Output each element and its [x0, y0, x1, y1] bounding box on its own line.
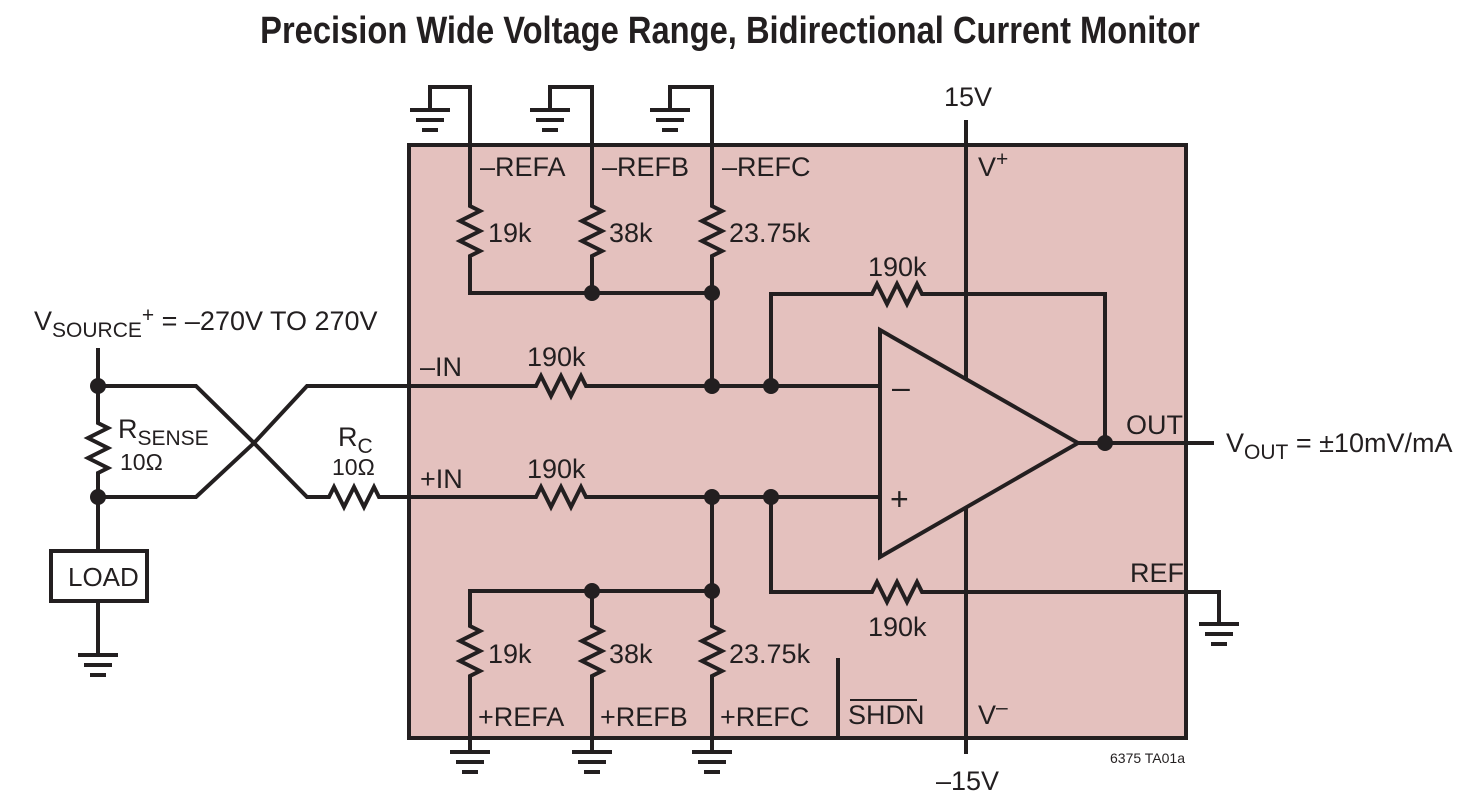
resistor-top-23k75: [697, 200, 727, 262]
junction-dot: [584, 285, 600, 301]
label-vsource: VSOURCE+ = –270V TO 270V: [34, 304, 378, 342]
resistor-reference: [866, 577, 928, 607]
resistor-bottom-23k75: [697, 620, 727, 682]
diagram-title: Precision Wide Voltage Range, Bidirectio…: [260, 10, 1200, 52]
label-vplus-pin: V+: [978, 148, 1008, 182]
resistor-pos-input: [530, 482, 592, 512]
resistor-bottom-19k: [455, 620, 485, 682]
label-negative-supply: –15V: [936, 766, 999, 796]
ground-symbol-top-a: [410, 85, 472, 132]
label-resistor-feedback: 190k: [868, 252, 927, 282]
resistor-rc: [323, 482, 385, 512]
junction-dot: [1097, 435, 1113, 451]
resistor-top-38k: [577, 200, 607, 262]
label-pos-in: +IN: [420, 464, 463, 494]
label-pos-refb: +REFB: [600, 702, 688, 732]
label-pos-refc: +REFC: [720, 702, 809, 732]
opamp-plus-sign: +: [890, 481, 909, 517]
junction-dot: [704, 285, 720, 301]
label-resistor-top-a: 19k: [488, 218, 532, 248]
figure-code: 6375 TA01a: [1110, 750, 1185, 766]
junction-dot: [90, 378, 106, 394]
label-vout: VOUT = ±10mV/mA: [1226, 428, 1452, 464]
ground-symbol-load: [78, 653, 118, 677]
resistor-bottom-38k: [577, 620, 607, 682]
ground-symbol-bottom-c: [692, 750, 732, 774]
label-shdn: SHDN: [848, 700, 925, 730]
label-positive-supply: 15V: [944, 82, 992, 112]
junction-dot: [90, 489, 106, 505]
label-resistor-top-b: 38k: [609, 218, 653, 248]
ground-symbol-top-b: [530, 85, 594, 132]
resistor-top-19k: [455, 200, 485, 262]
resistor-neg-input: [530, 371, 592, 401]
label-rc: RC: [338, 422, 373, 458]
ground-symbol-bottom-b: [572, 750, 612, 774]
junction-dot: [704, 378, 720, 394]
junction-dot: [704, 583, 720, 599]
label-load: LOAD: [68, 562, 139, 592]
junction-dot: [704, 489, 720, 505]
label-neg-in: –IN: [420, 352, 462, 382]
label-neg-refb: –REFB: [602, 152, 689, 182]
junction-dot: [763, 489, 779, 505]
label-neg-refc: –REFC: [722, 152, 811, 182]
label-resistor-bottom-c: 23.75k: [729, 639, 811, 669]
junction-dot: [584, 583, 600, 599]
label-vminus-pin: V–: [978, 696, 1008, 730]
label-resistor-pos-input: 190k: [527, 454, 586, 484]
label-rc-value: 10Ω: [332, 454, 375, 480]
label-resistor-bottom-a: 19k: [488, 639, 532, 669]
label-ref: REF: [1130, 558, 1184, 588]
ground-symbol-bottom-a: [450, 750, 490, 774]
label-out: OUT: [1126, 410, 1183, 440]
label-resistor-bottom-b: 38k: [609, 639, 653, 669]
opamp-symbol: [878, 326, 1083, 561]
ground-symbol-top-c: [650, 85, 714, 132]
resistor-feedback: [866, 279, 928, 309]
ground-symbol-ref: [1199, 622, 1239, 646]
junction-dot: [763, 378, 779, 394]
label-resistor-top-c: 23.75k: [729, 218, 811, 248]
label-neg-refa: –REFA: [480, 152, 566, 182]
label-resistor-reference: 190k: [868, 612, 927, 642]
opamp-minus-sign: –: [892, 369, 910, 405]
resistor-rsense: [83, 417, 113, 479]
label-rsense: RSENSE: [118, 414, 209, 450]
label-resistor-neg-input: 190k: [527, 342, 586, 372]
label-rsense-value: 10Ω: [120, 449, 163, 475]
label-pos-refa: +REFA: [478, 702, 564, 732]
